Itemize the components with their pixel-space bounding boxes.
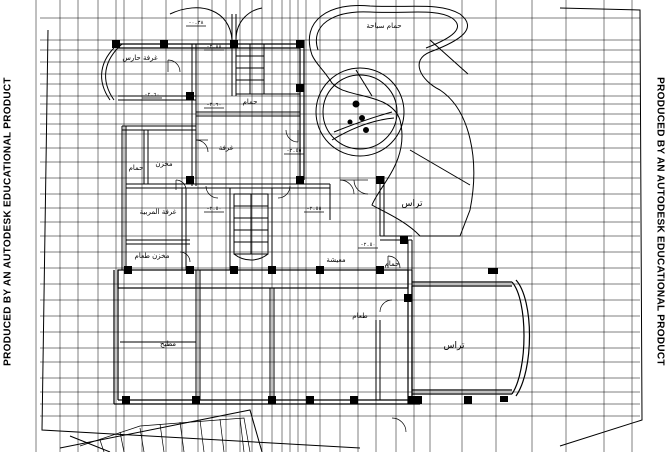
level-mark-5: -٢.٥٥ (286, 148, 301, 154)
level-mark-2: -٢.٨٨ (206, 44, 221, 50)
watermark-right: PRODUCED BY AN AUTODESK EDUCATIONAL PROD… (654, 77, 666, 366)
room-labels: حمام سباحة غرفة حارس حمام غرفة مخزن حمام… (122, 22, 465, 351)
door-swings (167, 59, 407, 433)
label-maid-room: غرفة المربية (140, 208, 177, 216)
site-boundary (41, 7, 643, 452)
level-ticks (142, 25, 378, 249)
watermark-left: PRODUCED BY AN AUTODESK EDUCATIONAL PROD… (2, 77, 14, 366)
label-guard-room: غرفة حارس (122, 54, 158, 62)
level-mark-4: -٣.٦٠ (206, 102, 221, 108)
label-food-storage: مخزن طعام (135, 252, 170, 260)
label-bath-top: حمام (243, 98, 258, 106)
label-pool: حمام سباحة (366, 22, 401, 30)
interior-walls (101, 7, 413, 400)
level-marks: -٠.٣٨ -٢.٨٨ -٢.٦٠ -٣.٦٠ -٢.٥٥ -٢.٥٠ -٢.٥… (144, 20, 375, 248)
level-mark-1: -٠.٣٨ (188, 20, 203, 26)
label-living: معيشة (326, 256, 345, 264)
label-kitchen: مطبخ (160, 340, 176, 348)
pool-outline (308, 4, 475, 237)
label-terrace-top: تراس (402, 199, 423, 209)
level-mark-3: -٢.٦٠ (144, 92, 159, 98)
label-bath-right: حمام (385, 260, 400, 268)
level-mark-6: -٢.٥٠ (206, 206, 221, 212)
level-mark-7: -٢.٥٥ (306, 206, 321, 212)
columns[interactable] (112, 40, 508, 404)
label-storage: مخزن (155, 160, 173, 168)
outer-walls (113, 40, 531, 405)
label-bath-left: حمام (129, 164, 144, 172)
bottom-stair (79, 417, 251, 452)
label-room: غرفة (219, 144, 234, 152)
label-terrace-bottom: تراس (444, 341, 465, 351)
level-mark-8: -٢.٥٠ (360, 242, 375, 248)
construction-grid (35, 0, 640, 452)
label-dining: طعام (352, 312, 368, 320)
